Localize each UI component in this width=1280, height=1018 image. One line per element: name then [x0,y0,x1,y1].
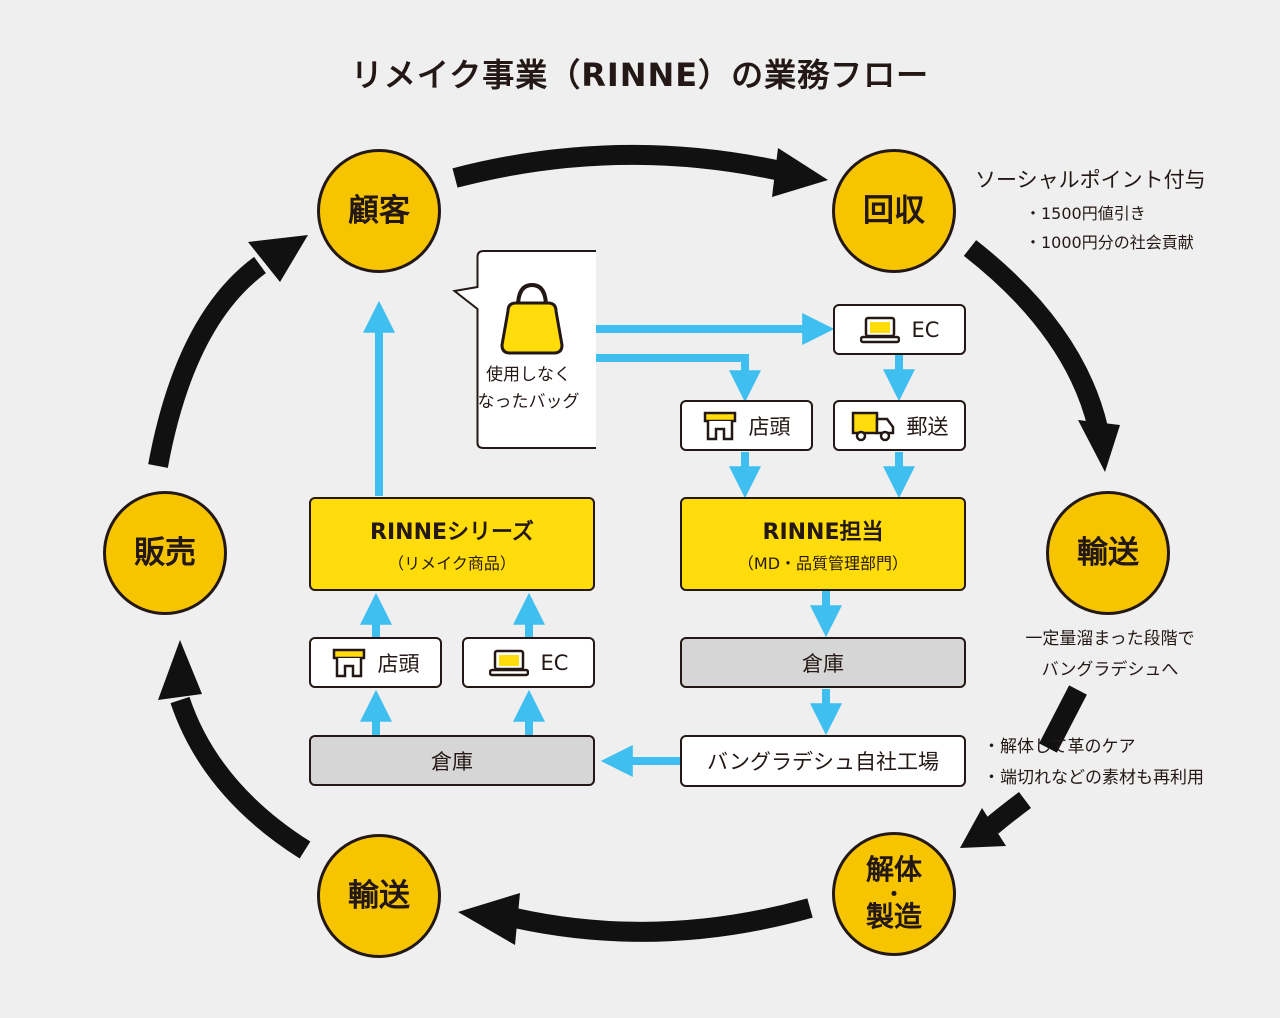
transport-note-line: 一定量溜まった段階で [1025,629,1195,649]
arrow-transport-to-factory [1039,685,1087,753]
arrow-factory-to-transport [512,898,813,942]
box-rinne-series-label: RINNEシリーズ [370,520,534,545]
circle-transport-right: 輸送 [1046,491,1170,615]
box-rinne-series: RINNEシリーズ （リメイク商品） [309,497,595,591]
arrow-factory-to-factory-note [985,792,1032,834]
truck-icon [851,410,895,442]
social-point-list: ・1500円値引き ・1000円分の社会貢献 [1025,200,1194,258]
box-rinne-staff-sublabel: （MD・品質管理部門） [737,554,909,573]
box-warehouse-right: 倉庫 [680,637,966,688]
bag-label-line: 使用しなく [486,365,571,385]
arrow-customer-to-collection [452,144,788,188]
head-sales [158,640,202,700]
circle-sales: 販売 [103,491,227,615]
arrow-sales-to-customer [148,256,267,468]
box-ec-top: EC [833,304,966,355]
head-customer [248,235,308,282]
social-point-title: ソーシャルポイント付与 [975,168,1206,192]
box-store-bottom: 店頭 [309,637,442,688]
circle-customer-label: 顧客 [348,192,410,229]
cycle-arrows [148,144,1108,942]
circle-dismantle-manufacture: 解体 ・ 製造 [832,832,956,956]
box-factory: バングラデシュ自社工場 [680,735,966,787]
store-icon [332,648,366,678]
factory-note: ・解体して革のケア ・端切れなどの素材も再利用 [983,732,1204,793]
circle-sales-label: 販売 [134,534,196,571]
box-ec-bottom-label: EC [540,650,569,675]
cycle-arrowheads [158,148,1120,945]
circle-dismantle-label: 解体 [865,853,922,887]
box-mail: 郵送 [833,400,966,451]
box-warehouse-left-label: 倉庫 [431,749,473,774]
bag-label: 使用しなく なったバッグ [463,362,594,416]
transport-note-line: バングラデシュへ [1041,659,1179,680]
circle-manufacture-label: 製造 [865,900,922,933]
head-transport-left [458,893,520,945]
page-title: リメイク事業（RINNE）の業務フロー [350,56,930,94]
head-transport-right [1078,420,1120,472]
box-warehouse-left: 倉庫 [309,735,595,786]
flow-arrows [360,300,915,777]
circle-dismantle-dot: ・ [883,882,904,906]
arrow-collection-to-transport [963,240,1108,431]
box-store-bottom-label: 店頭 [377,651,420,676]
arrow-bag-to-store [595,354,761,403]
factory-note-item: ・解体して革のケア [983,737,1136,757]
box-rinne-staff-label: RINNE担当 [762,520,884,545]
circle-transport-right-label: 輸送 [1077,534,1139,571]
box-mail-label: 郵送 [906,414,949,439]
bag-icon [500,282,564,355]
box-store-top: 店頭 [680,400,813,451]
circle-collection-label: 回収 [863,192,925,229]
head-collection [772,148,828,197]
laptop-icon [488,649,529,677]
box-warehouse-right-label: 倉庫 [802,651,844,676]
circle-collection: 回収 [832,149,956,273]
head-factory [960,808,1006,848]
store-icon [703,411,737,441]
box-rinne-staff: RINNE担当 （MD・品質管理部門） [680,497,966,591]
transport-note: 一定量溜まった段階で バングラデシュへ [1000,624,1220,685]
social-point-item: ・1500円値引き [1025,204,1146,223]
circle-transport-left-label: 輸送 [348,877,410,914]
box-store-top-label: 店頭 [748,414,791,439]
box-ec-bottom: EC [462,637,595,688]
arrow-transport-to-sales [170,696,311,859]
box-rinne-series-sublabel: （リメイク商品） [388,554,516,573]
box-ec-top-label: EC [911,317,940,342]
laptop-icon [859,316,900,344]
factory-note-item: ・端切れなどの素材も再利用 [983,767,1204,788]
bag-label-line: なったバッグ [477,392,580,413]
box-factory-label: バングラデシュ自社工場 [706,750,940,774]
circle-customer: 顧客 [317,149,441,273]
social-point-item: ・1000円分の社会貢献 [1025,232,1194,252]
circle-transport-left: 輸送 [317,834,441,958]
